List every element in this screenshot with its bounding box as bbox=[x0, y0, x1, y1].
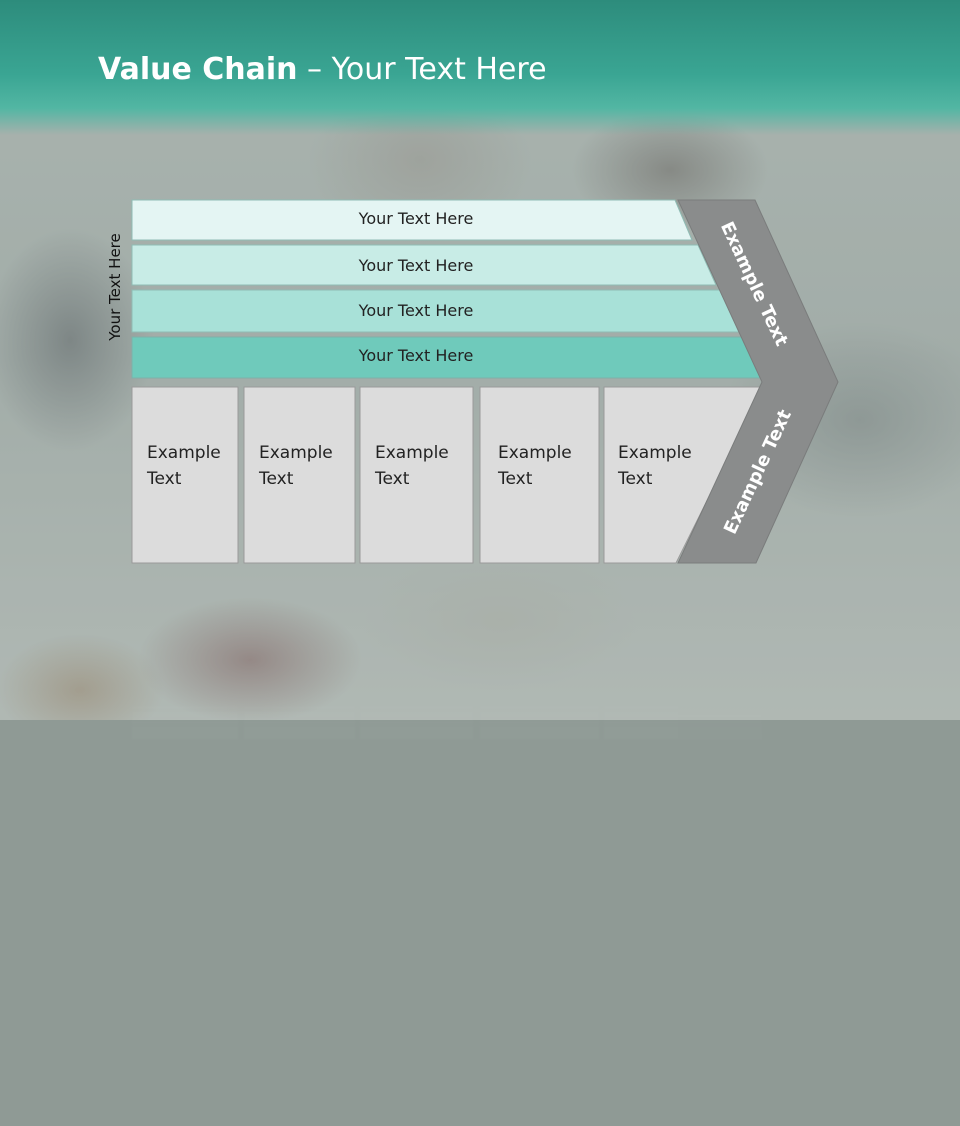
box-label-3: Example Text bbox=[375, 443, 449, 489]
row-label-3: Your Text Here bbox=[358, 301, 474, 320]
row-shape-1 bbox=[131, 199, 693, 241]
row-shape-2 bbox=[131, 244, 717, 286]
box-shape-1 bbox=[131, 386, 239, 564]
row-label-4: Your Text Here bbox=[358, 346, 474, 365]
row-label-2: Your Text Here bbox=[358, 256, 474, 275]
box-shape-2 bbox=[243, 386, 356, 564]
slide-title: Value Chain – Your Text Here bbox=[98, 52, 547, 87]
chevron-arrow bbox=[677, 199, 839, 564]
value-chain-diagram bbox=[131, 199, 839, 564]
box-shape-4 bbox=[479, 386, 600, 564]
box-label-1: Example Text bbox=[147, 443, 221, 489]
box-label-2: Example Text bbox=[259, 443, 333, 489]
row-label-1: Your Text Here bbox=[358, 209, 474, 228]
title-rest: – Your Text Here bbox=[297, 52, 547, 87]
box-label-5: Example Text bbox=[618, 443, 692, 489]
box-shape-3 bbox=[359, 386, 474, 564]
header-band bbox=[0, 0, 960, 135]
title-bold: Value Chain bbox=[98, 52, 298, 87]
box-label-4: Example Text bbox=[498, 443, 572, 489]
